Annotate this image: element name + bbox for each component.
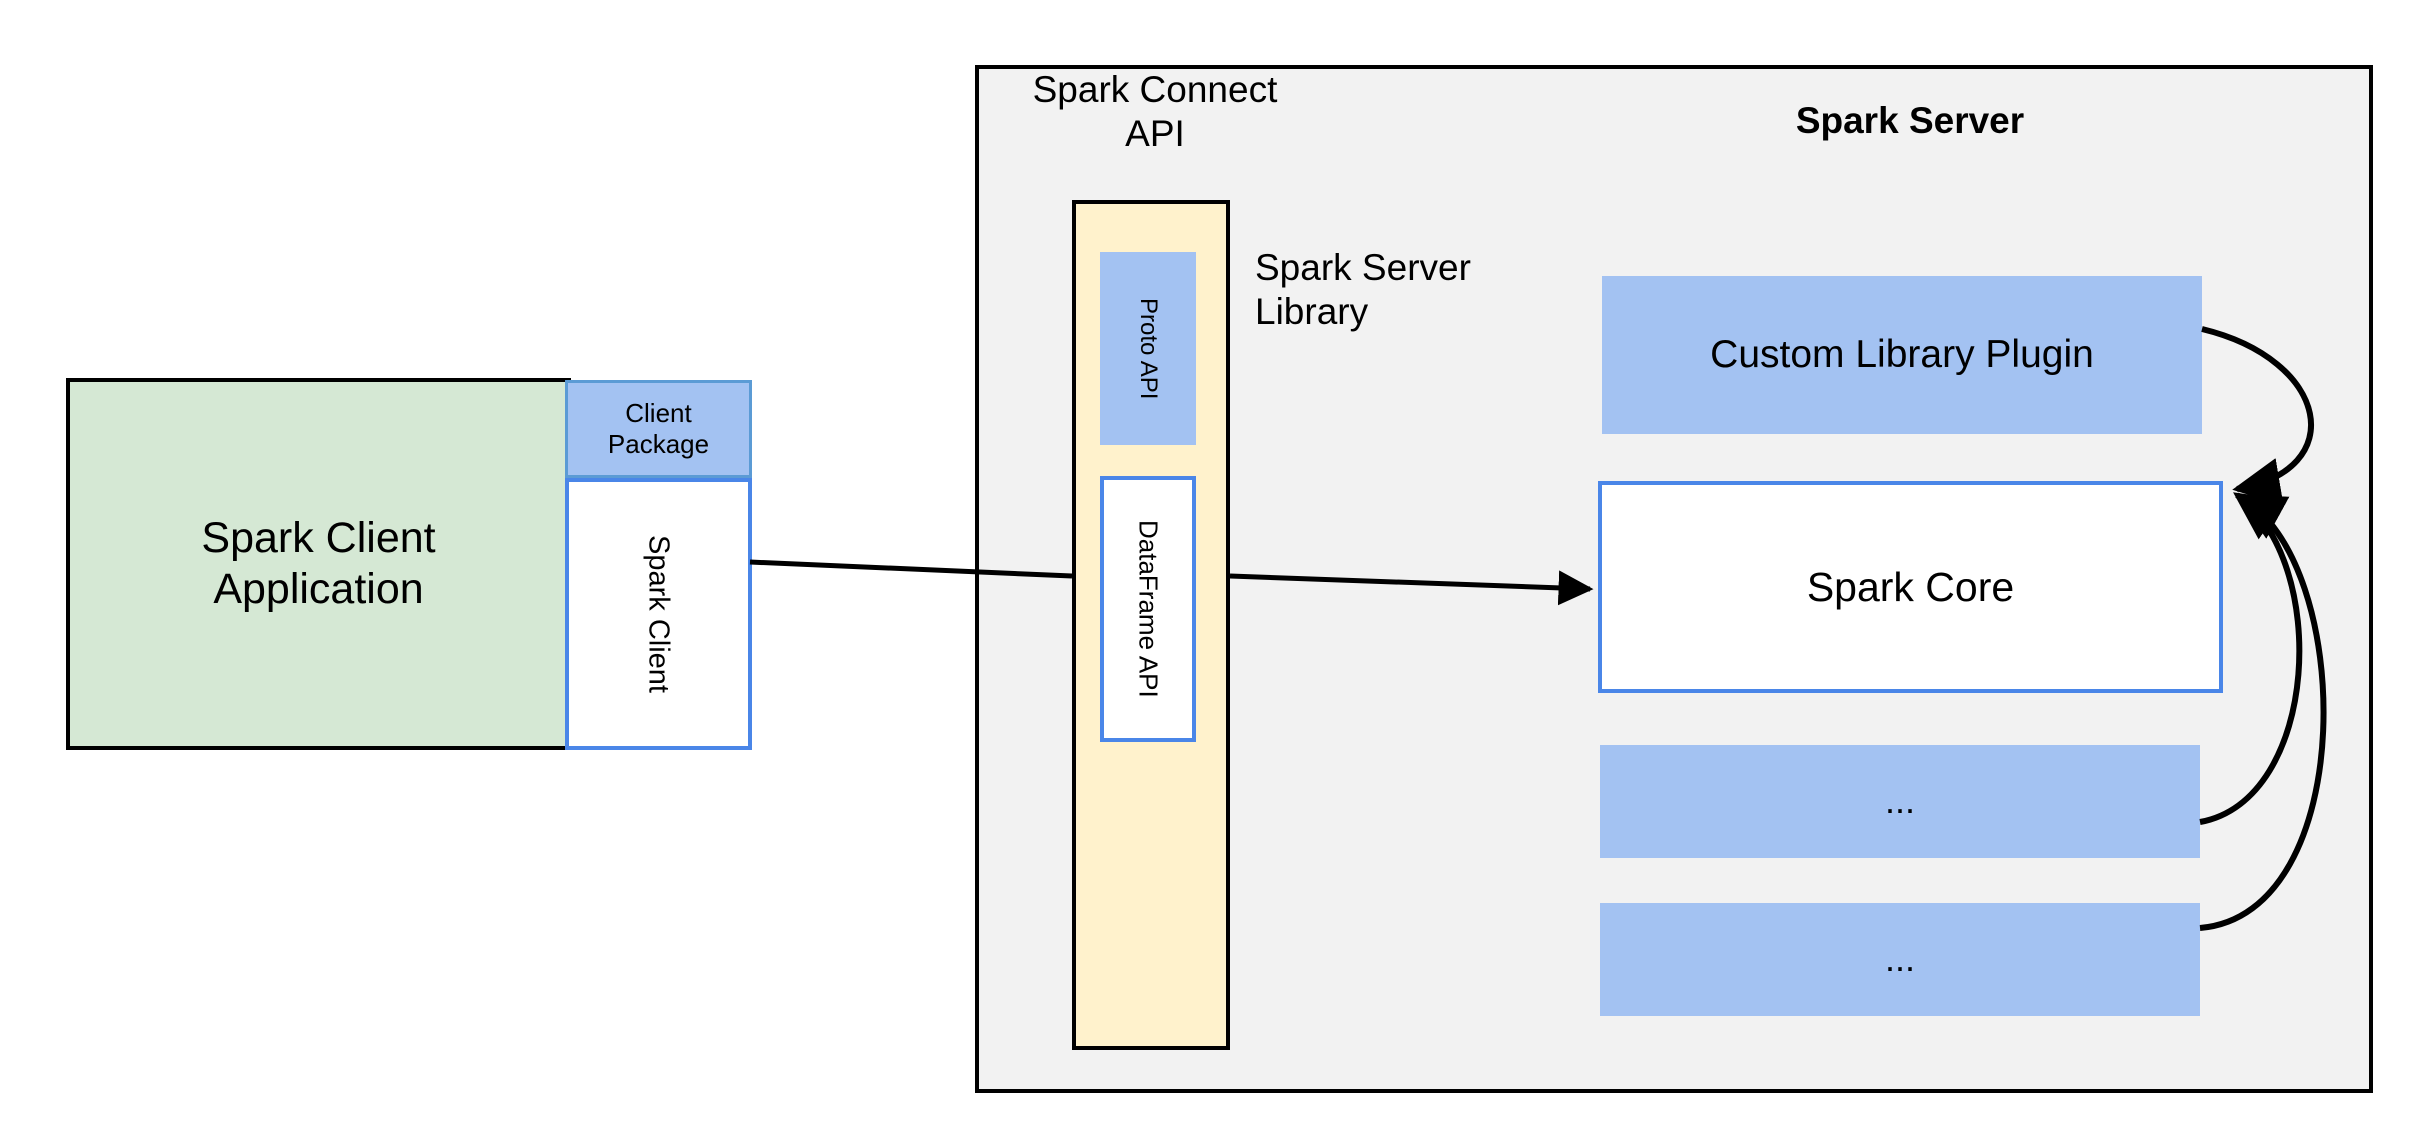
spark-client-application-label: Spark Client Application <box>201 513 435 614</box>
spark-client-label: Spark Client <box>642 535 675 693</box>
client-package-line-1: Client <box>625 398 692 429</box>
spark-server-library-line-2: Library <box>1255 290 1369 332</box>
spark-core-label: Spark Core <box>1806 563 2015 610</box>
spark-connect-api-line-2: API <box>1125 112 1185 154</box>
ellipsis-one-label: ... <box>1884 780 1915 822</box>
spark-core-box[interactable]: Spark Core <box>1598 481 2223 693</box>
spark-server-title: Spark Server <box>1795 100 2025 142</box>
proto-api-box[interactable]: Proto API <box>1100 252 1196 445</box>
spark-server-library-line-1: Spark Server <box>1255 247 1471 288</box>
spark-connect-api-line-1: Spark Connect <box>1032 69 1278 110</box>
client-package-line-2: Package <box>607 429 710 459</box>
client-package-label: Client Package <box>608 398 709 459</box>
client-package-box[interactable]: Client Package <box>565 380 752 478</box>
client-app-line-2: Application <box>213 565 424 613</box>
spark-server-library-label: Spark Server Library <box>1255 246 1555 346</box>
spark-client-box[interactable]: Spark Client <box>565 478 752 750</box>
dataframe-api-box[interactable]: DataFrame API <box>1100 476 1196 742</box>
spark-client-application-box[interactable]: Spark Client Application <box>66 378 571 750</box>
spark-connect-api-label: Spark Connect API <box>1010 68 1300 168</box>
dataframe-api-label: DataFrame API <box>1133 520 1164 698</box>
client-app-line-1: Spark Client <box>201 514 436 563</box>
proto-api-label: Proto API <box>1135 297 1163 400</box>
ellipsis-two-label: ... <box>1884 938 1915 980</box>
ellipsis-box-two[interactable]: ... <box>1600 903 2200 1016</box>
ellipsis-box-one[interactable]: ... <box>1600 745 2200 858</box>
custom-library-plugin-label: Custom Library Plugin <box>1710 332 2094 376</box>
custom-library-plugin-box[interactable]: Custom Library Plugin <box>1602 276 2202 434</box>
